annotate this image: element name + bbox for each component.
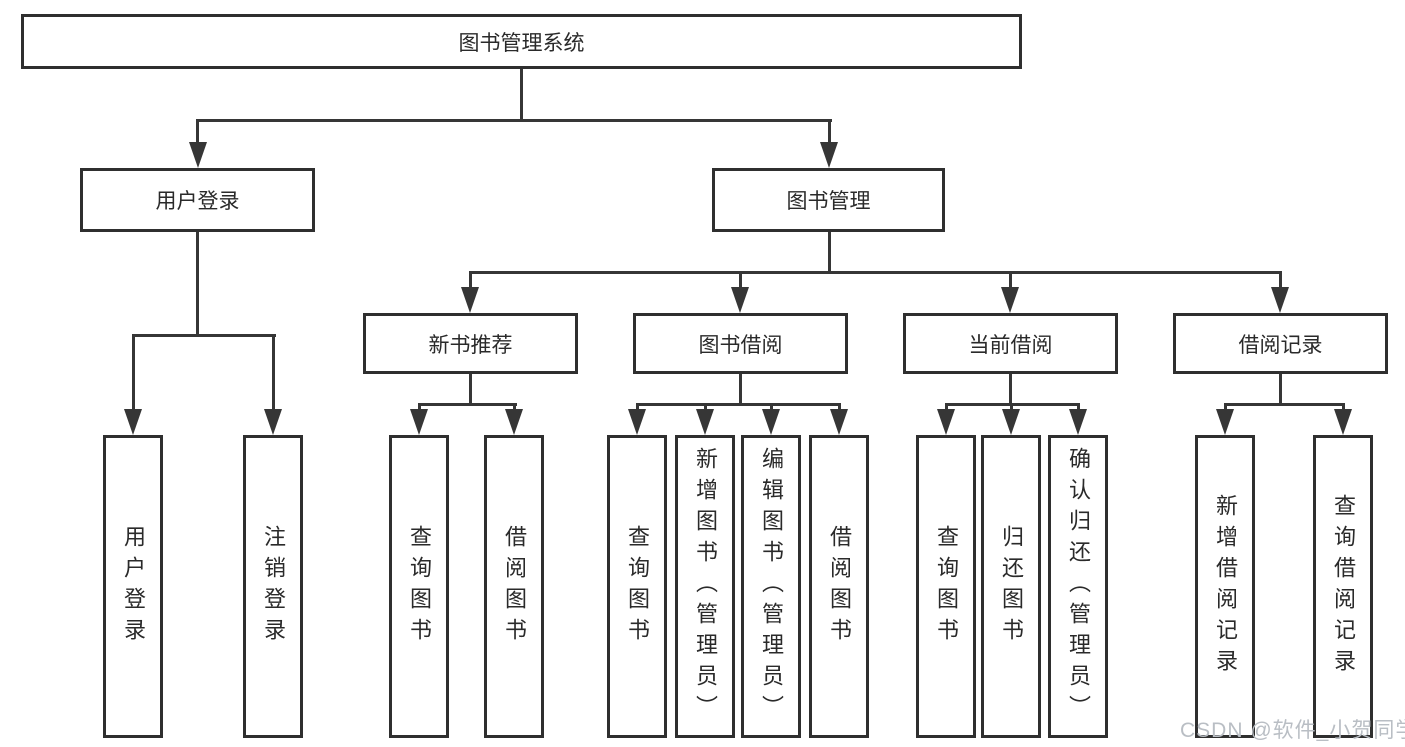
connector-line — [1010, 403, 1013, 413]
connector-arrowhead-icon — [264, 409, 282, 435]
connector-line — [739, 271, 742, 291]
connector-line — [469, 271, 1282, 274]
node-book-borrowing: 图书借阅 — [633, 313, 848, 374]
connector-line — [196, 232, 199, 337]
connector-arrowhead-icon — [696, 409, 714, 435]
connector-line — [1009, 271, 1012, 291]
watermark: CSDN @软件_小贺同学 — [1180, 719, 1405, 742]
connector-line — [469, 374, 472, 406]
connector-arrowhead-icon — [124, 409, 142, 435]
connector-line — [520, 69, 523, 122]
connector-arrowhead-icon — [505, 409, 523, 435]
node-records-add-record: 新增借阅记录 — [1195, 435, 1255, 738]
connector-line — [704, 403, 707, 413]
connector-line — [828, 119, 831, 146]
node-records-query-record: 查询借阅记录 — [1313, 435, 1373, 738]
node-borrow-edit-books-admin: 编辑图书（管理员） — [741, 435, 801, 738]
connector-line — [636, 403, 841, 406]
connector-line — [636, 403, 639, 413]
connector-line — [1224, 403, 1227, 413]
connector-arrowhead-icon — [1271, 287, 1289, 313]
connector-line — [739, 374, 742, 406]
node-borrowing-records: 借阅记录 — [1173, 313, 1388, 374]
connector-line — [418, 403, 421, 413]
node-login-user-login: 用户登录 — [103, 435, 163, 738]
connector-arrowhead-icon — [189, 142, 207, 168]
connector-arrowhead-icon — [1001, 287, 1019, 313]
connector-arrowhead-icon — [410, 409, 428, 435]
connector-line — [132, 334, 135, 413]
connector-line — [1077, 403, 1080, 413]
node-new-book-recommend: 新书推荐 — [363, 313, 578, 374]
connector-line — [196, 119, 199, 146]
node-root-system: 图书管理系统 — [21, 14, 1022, 69]
connector-line — [196, 119, 832, 122]
node-login-logout: 注销登录 — [243, 435, 303, 738]
node-borrow-query-books: 查询图书 — [607, 435, 667, 738]
connector-line — [513, 403, 516, 413]
node-current-query-books: 查询图书 — [916, 435, 976, 738]
connector-arrowhead-icon — [628, 409, 646, 435]
node-rec-borrow-books: 借阅图书 — [484, 435, 544, 738]
connector-arrowhead-icon — [1069, 409, 1087, 435]
node-user-login: 用户登录 — [80, 168, 315, 232]
connector-line — [1279, 271, 1282, 291]
connector-line — [828, 232, 831, 274]
connector-arrowhead-icon — [830, 409, 848, 435]
connector-arrowhead-icon — [1216, 409, 1234, 435]
connector-line — [770, 403, 773, 413]
node-current-borrowing: 当前借阅 — [903, 313, 1118, 374]
connector-line — [1342, 403, 1345, 413]
connector-arrowhead-icon — [937, 409, 955, 435]
connector-arrowhead-icon — [762, 409, 780, 435]
node-borrow-add-books-admin: 新增图书（管理员） — [675, 435, 735, 738]
connector-arrowhead-icon — [1334, 409, 1352, 435]
connector-arrowhead-icon — [731, 287, 749, 313]
node-borrow-borrow-books: 借阅图书 — [809, 435, 869, 738]
connector-line — [418, 403, 517, 406]
node-rec-query-books: 查询图书 — [389, 435, 449, 738]
connector-line — [838, 403, 841, 413]
node-current-confirm-return-admin: 确认归还（管理员） — [1048, 435, 1108, 738]
node-current-return-books: 归还图书 — [981, 435, 1041, 738]
connector-line — [945, 403, 948, 413]
connector-arrowhead-icon — [461, 287, 479, 313]
connector-arrowhead-icon — [820, 142, 838, 168]
connector-line — [272, 334, 275, 413]
connector-line — [1224, 403, 1345, 406]
node-book-management: 图书管理 — [712, 168, 945, 232]
connector-arrowhead-icon — [1002, 409, 1020, 435]
connector-line — [469, 271, 472, 291]
connector-line — [132, 334, 276, 337]
connector-line — [1009, 374, 1012, 406]
connector-line — [1279, 374, 1282, 406]
